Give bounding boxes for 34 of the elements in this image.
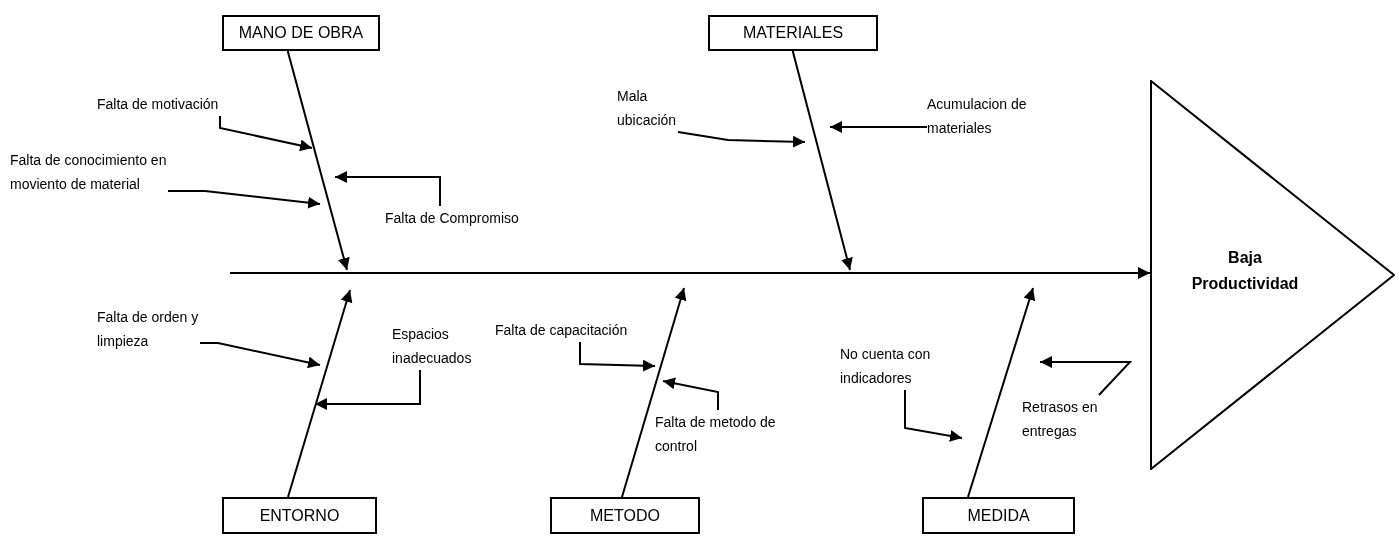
category-box: ENTORNO bbox=[222, 497, 377, 534]
bone-arrow bbox=[621, 287, 687, 498]
category-box: METODO bbox=[550, 497, 700, 534]
category-box: MANO DE OBRA bbox=[222, 15, 380, 51]
cause-label: Falta de Compromiso bbox=[385, 206, 520, 230]
bone-arrow bbox=[792, 50, 853, 271]
cause-label: No cuenta con indicadores bbox=[840, 342, 932, 390]
cause-label: Falta de capacitación bbox=[495, 318, 629, 342]
cause-arrow bbox=[829, 121, 928, 133]
cause-arrow bbox=[662, 377, 719, 411]
bone-arrow bbox=[287, 50, 350, 271]
cause-label: Espacios inadecuados bbox=[392, 322, 473, 370]
cause-label: Falta de motivación bbox=[97, 92, 220, 116]
category-box: MATERIALES bbox=[708, 15, 878, 51]
cause-arrow bbox=[904, 389, 963, 442]
bone-arrow bbox=[967, 287, 1036, 498]
cause-label: Retrasos en entregas bbox=[1022, 395, 1099, 443]
cause-label: Mala ubicación bbox=[617, 84, 678, 132]
cause-label: Falta de metodo de control bbox=[655, 410, 777, 458]
cause-arrow bbox=[314, 369, 421, 410]
cause-arrow bbox=[579, 341, 656, 372]
cause-label: Falta de orden y limpieza bbox=[97, 305, 200, 353]
spine-arrow bbox=[229, 267, 1151, 279]
effect-label: Baja Productividad bbox=[1190, 248, 1300, 294]
category-box: MEDIDA bbox=[922, 497, 1075, 534]
cause-label: Falta de conocimiento en moviento de material bbox=[10, 148, 168, 196]
cause-arrow bbox=[1039, 356, 1133, 396]
cause-arrow bbox=[334, 171, 441, 207]
cause-arrow bbox=[219, 115, 313, 152]
cause-arrow bbox=[199, 342, 321, 369]
cause-label: Acumulacion de materiales bbox=[927, 92, 1028, 140]
cause-arrow bbox=[167, 190, 321, 209]
bone-arrow bbox=[287, 289, 353, 498]
cause-arrow bbox=[677, 131, 806, 148]
